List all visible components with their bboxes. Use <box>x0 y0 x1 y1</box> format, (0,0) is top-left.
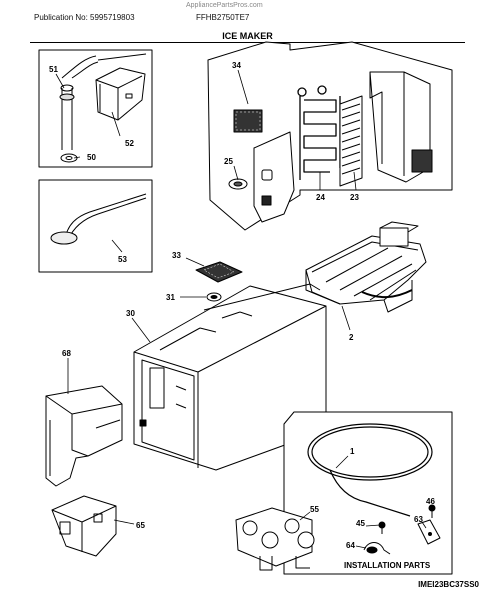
callout-46: 46 <box>426 497 435 506</box>
callout-68: 68 <box>62 349 71 358</box>
callout-53: 53 <box>118 255 127 264</box>
grommet-part <box>60 153 78 163</box>
watermark: AppliancePartsPros.com <box>186 2 263 9</box>
publication-number: Publication No: 5995719803 <box>34 13 135 22</box>
duct-shell-part <box>369 71 433 183</box>
callout-30: 30 <box>126 309 135 318</box>
leader-lines <box>55 69 432 549</box>
callout-34: 34 <box>232 61 241 70</box>
callout-45: 45 <box>356 519 365 528</box>
callout-33: 33 <box>172 251 181 260</box>
evaporator-fins-part <box>339 95 363 187</box>
screw-part-46 <box>428 504 436 518</box>
title-rule <box>30 42 465 43</box>
water-valve-part <box>235 507 315 571</box>
fill-tube-cover-part <box>95 67 146 121</box>
callout-23: 23 <box>350 193 359 202</box>
clip-fastener-part <box>206 292 222 302</box>
callout-2: 2 <box>349 333 354 342</box>
callout-50: 50 <box>87 153 96 162</box>
page-title: ICE MAKER <box>222 31 273 41</box>
detail-box-heater <box>38 179 153 273</box>
callout-63: 63 <box>414 515 423 524</box>
clamp-part <box>363 542 391 555</box>
callout-51: 51 <box>49 65 58 74</box>
clip-part <box>228 178 248 190</box>
heater-part <box>50 193 147 245</box>
insulation-pad-part <box>233 109 263 133</box>
installation-parts-label: INSTALLATION PARTS <box>344 561 431 570</box>
callout-1: 1 <box>350 447 355 456</box>
bracket-part <box>51 495 117 557</box>
model-number: FFHB2750TE7 <box>196 13 250 22</box>
callout-31: 31 <box>166 293 175 302</box>
callout-64: 64 <box>346 541 355 550</box>
strap-bracket-part <box>417 519 441 545</box>
callout-24: 24 <box>316 193 325 202</box>
installation-parts-box <box>283 411 453 575</box>
callout-55: 55 <box>310 505 319 514</box>
callout-52: 52 <box>125 139 134 148</box>
ice-maker-assembly-part <box>305 221 427 313</box>
water-line-part <box>307 423 433 517</box>
reference-code: IMEI23BC37SS0 <box>418 580 479 589</box>
front-cover-part <box>45 385 123 487</box>
evaporator-cover-part <box>253 131 295 223</box>
foam-pad-part <box>195 261 243 283</box>
callout-25: 25 <box>224 157 233 166</box>
fill-tube-part <box>59 53 147 150</box>
callout-65: 65 <box>136 521 145 530</box>
